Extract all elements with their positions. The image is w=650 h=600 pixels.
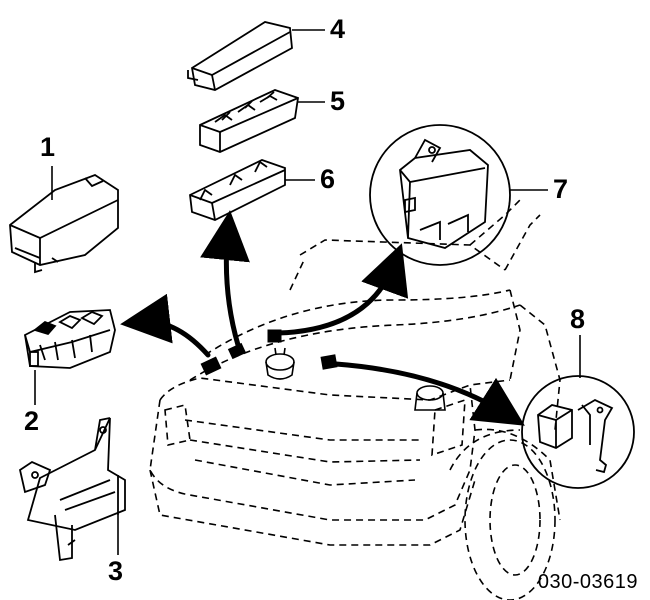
callout-2: 2 <box>24 406 40 436</box>
callout-5: 5 <box>330 86 346 116</box>
reference-number: 030-03619 <box>537 571 638 593</box>
callout-3: 3 <box>108 556 124 586</box>
relay-bracket-detail <box>521 375 635 489</box>
relay-base <box>199 89 300 153</box>
engine-bay-parts <box>265 347 446 411</box>
fuse-relay-block <box>24 309 116 369</box>
control-module-detail <box>369 124 511 266</box>
vehicle-outline <box>149 199 561 600</box>
mounting-bracket <box>18 417 126 562</box>
relay-holder <box>189 159 286 221</box>
location-arrows <box>120 210 525 426</box>
fuse-box-cover <box>9 173 119 274</box>
callout-8: 8 <box>570 304 586 334</box>
callout-4: 4 <box>330 14 346 44</box>
relay-box-cover <box>187 21 293 91</box>
callout-1: 1 <box>40 132 56 162</box>
callout-6: 6 <box>320 164 336 194</box>
callout-7: 7 <box>553 174 569 204</box>
location-markers <box>200 329 338 376</box>
